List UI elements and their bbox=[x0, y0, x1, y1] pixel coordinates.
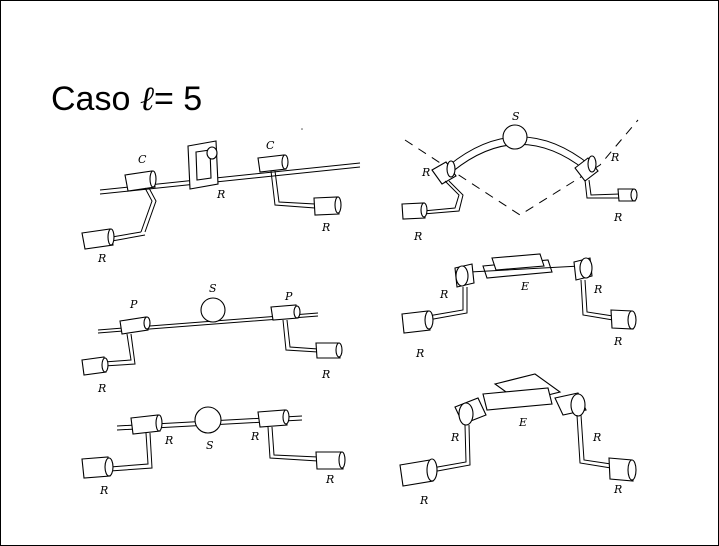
fig4-link-right bbox=[580, 279, 614, 321]
fig3-link-right bbox=[282, 319, 319, 353]
fig2-label-r-right-lower: R bbox=[613, 211, 622, 224]
fig1-revolute-frame bbox=[187, 140, 219, 190]
fig6-plate bbox=[482, 373, 562, 411]
fig4-label-r-right-upper: R bbox=[593, 283, 602, 296]
ell-symbol: ℓ bbox=[139, 79, 154, 119]
fig3-label-p-left: P bbox=[129, 298, 138, 311]
fig2-label-r-left-lower: R bbox=[413, 230, 422, 243]
fig4-label-r-left-upper: R bbox=[439, 288, 448, 301]
fig2-label-r-left-upper: R bbox=[421, 166, 430, 179]
fig5-roller-right bbox=[315, 451, 346, 470]
fig3-label-r-left: R bbox=[97, 382, 106, 395]
fig3-link-left bbox=[103, 333, 136, 367]
fig4-joint-left bbox=[454, 263, 475, 288]
fig1-link-right bbox=[270, 170, 316, 209]
fig6-roller-left bbox=[399, 458, 438, 487]
fig6-joint-left bbox=[454, 397, 487, 426]
fig6-joint-right bbox=[554, 392, 587, 417]
fig5-cylinder-right bbox=[257, 409, 290, 428]
fig3-label-r-right: R bbox=[321, 368, 330, 381]
fig6-label-r-left-upper: R bbox=[450, 431, 459, 444]
fig1-label-r-right: R bbox=[321, 221, 330, 234]
fig2-label-s: S bbox=[512, 110, 520, 123]
fig4-roller-right bbox=[610, 309, 637, 330]
fig2-joint-left bbox=[431, 160, 457, 185]
fig2-link-right bbox=[584, 179, 621, 199]
fig6-label-r-left-lower: R bbox=[419, 494, 428, 507]
fig5-link-left bbox=[109, 432, 153, 472]
fig4-joint-right bbox=[573, 257, 593, 281]
fig3-sphere bbox=[200, 297, 226, 323]
fig4-label-r-left-lower: R bbox=[415, 347, 424, 360]
fig3-label-p-right: P bbox=[284, 290, 293, 303]
fig5-label-r-right-lower: R bbox=[325, 473, 334, 486]
fig2-label-r-right-upper: R bbox=[610, 151, 619, 164]
fig5-roller-left bbox=[81, 456, 114, 479]
fig1-label-c-left: C bbox=[138, 153, 147, 166]
fig5-label-r-left-lower: R bbox=[99, 484, 108, 497]
fig4-axis bbox=[469, 265, 581, 273]
fig3-prism-right bbox=[270, 304, 301, 321]
fig6-label-e: E bbox=[518, 416, 527, 429]
title-prefix: Caso bbox=[51, 80, 140, 118]
fig4-plate bbox=[482, 253, 553, 279]
figure-4-rer: E R R R R bbox=[401, 253, 637, 360]
fig1-cylinder-left bbox=[124, 170, 157, 192]
fig3-roller-right bbox=[315, 342, 343, 359]
fig4-label-e: E bbox=[520, 280, 529, 293]
fig1-label-c-right: C bbox=[266, 139, 275, 152]
fig4-label-r-right-lower: R bbox=[613, 335, 622, 348]
fig5-link-right bbox=[267, 426, 319, 462]
fig6-label-r-right-upper: R bbox=[592, 431, 601, 444]
fig5-label-r-right-upper: R bbox=[250, 430, 259, 443]
figure-6-rer-tilted: E R R R R bbox=[399, 373, 637, 507]
fig6-roller-right bbox=[608, 457, 637, 482]
fig1-label-r-center: R bbox=[216, 188, 225, 201]
fig5-label-s: S bbox=[206, 439, 214, 452]
fig1-roller-left bbox=[81, 228, 115, 250]
fig5-cylinder-left bbox=[130, 414, 163, 435]
fig1-arm-left bbox=[111, 231, 146, 242]
fig2-sphere bbox=[502, 124, 528, 150]
fig1-link-left bbox=[140, 187, 157, 233]
fig2-joint-right bbox=[574, 155, 599, 182]
fig1-cylinder-right bbox=[257, 154, 289, 173]
fig3-roller-left bbox=[81, 356, 109, 376]
slide-title: Caso ℓ= 5 bbox=[51, 79, 202, 119]
fig1-roller-right bbox=[313, 196, 342, 216]
figure-2-rsr-arc: S R R R R bbox=[401, 110, 639, 243]
fig5-sphere bbox=[194, 406, 222, 434]
fig1-label-r-left: R bbox=[97, 252, 106, 265]
fig6-label-r-right-lower: R bbox=[613, 483, 622, 496]
stray-dot bbox=[301, 128, 303, 130]
figure-5-rsr: R S R R R bbox=[81, 406, 346, 497]
title-suffix: = 5 bbox=[154, 80, 203, 118]
fig2-dashed-lines bbox=[404, 119, 639, 216]
figure-3-psp: P S P R R bbox=[81, 282, 343, 395]
fig3-label-s: S bbox=[209, 282, 217, 295]
fig2-link-left bbox=[422, 180, 464, 215]
fig6-link-left bbox=[431, 424, 471, 473]
fig6-link-right bbox=[576, 414, 612, 469]
fig4-roller-left bbox=[401, 310, 434, 334]
fig2-roller-right bbox=[617, 188, 638, 202]
figure-1-ccr: C C R R R bbox=[81, 139, 361, 265]
fig3-prism-left bbox=[119, 316, 151, 335]
fig2-roller-left bbox=[401, 202, 428, 220]
fig4-link-left bbox=[427, 287, 468, 321]
fig5-label-r-left-upper: R bbox=[164, 434, 173, 447]
